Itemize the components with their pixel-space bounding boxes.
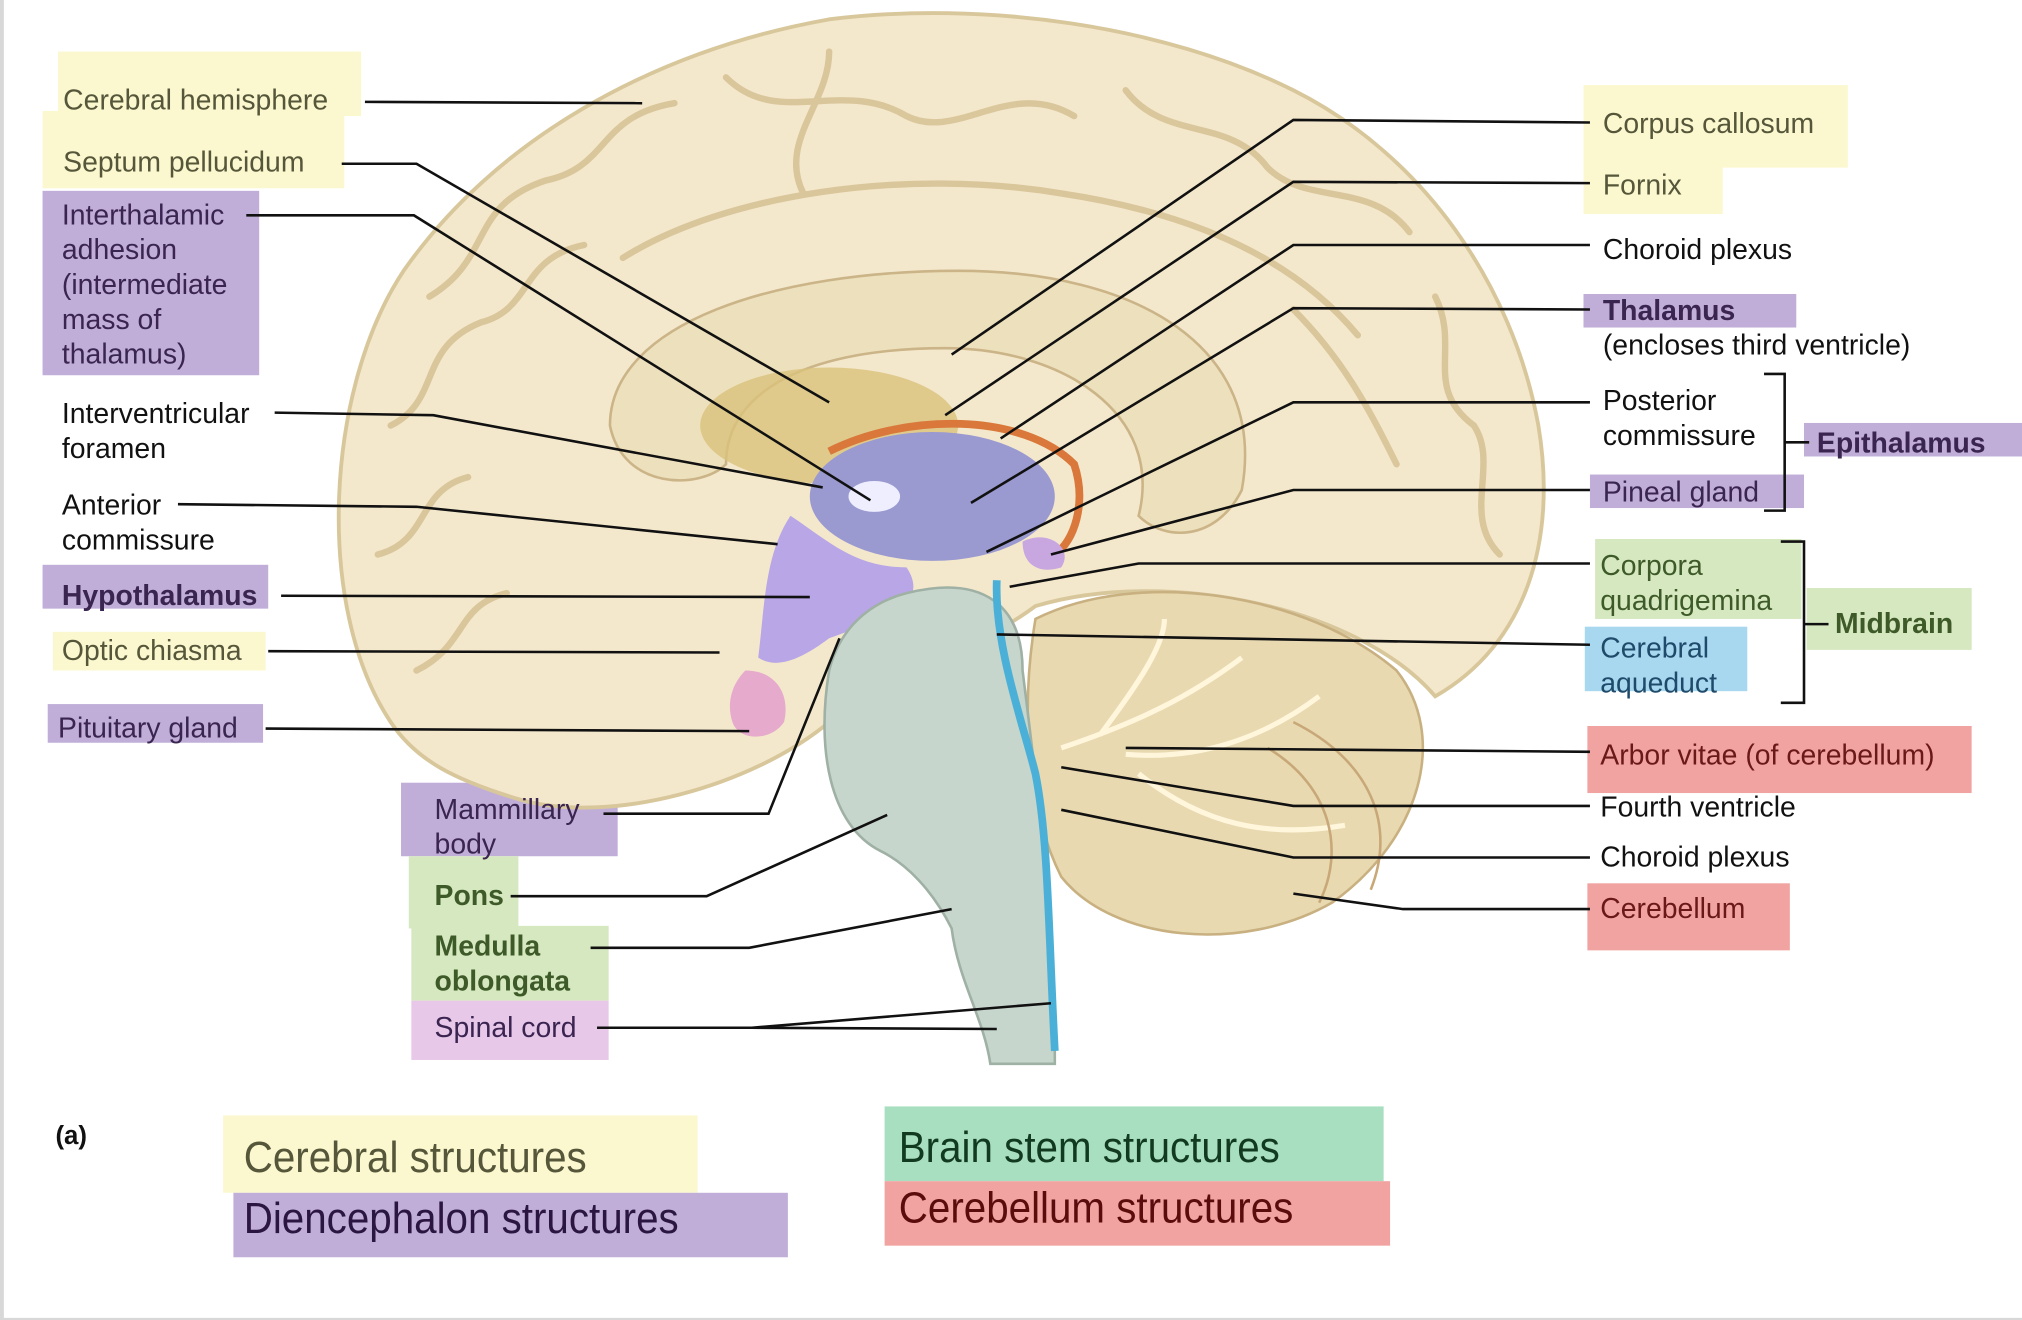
highlight-corpus-callosum <box>1583 85 1848 168</box>
highlight-cerebral-hemisphere <box>58 51 362 117</box>
label-line: Medulla <box>434 929 541 962</box>
highlight-spinal-cord <box>411 1000 609 1060</box>
brain-illustration <box>177 11 1829 1066</box>
label-line: thalamus) <box>61 337 187 371</box>
highlight-septum <box>42 110 345 189</box>
label-thalamus-note: (encloses third ventricle) <box>1602 328 1911 362</box>
label-pituitary-gland: Pituitary gland <box>58 711 238 745</box>
label-line: Anterior <box>61 488 162 521</box>
legend-brain-stem: Brain stem structures <box>898 1123 1280 1173</box>
interthalamic-adhesion <box>848 480 901 512</box>
label-interventricular-foramen: Interventricular foramen <box>62 396 250 466</box>
label-line: Interthalamic <box>61 198 225 231</box>
highlight-fornix <box>1583 165 1723 215</box>
highlight-aqueduct <box>1584 626 1748 692</box>
label-line: adhesion <box>61 233 178 266</box>
highlight-hypothalamus <box>42 564 269 609</box>
arbor-vitae <box>1060 618 1346 833</box>
highlight-corpora <box>1595 539 1802 619</box>
legend-swatch-cerebral <box>223 1115 698 1193</box>
gyri <box>374 48 1503 674</box>
label-line: aqueduct <box>1600 666 1718 699</box>
label-cerebral-aqueduct: Cerebral aqueduct <box>1600 631 1717 701</box>
label-line: oblongata <box>434 964 571 997</box>
highlight-midbrain <box>1806 588 1972 650</box>
label-choroid-plexus-upper: Choroid plexus <box>1602 233 1793 266</box>
label-thalamus: Thalamus <box>1602 294 1736 327</box>
label-corpus-callosum: Corpus callosum <box>1602 107 1815 140</box>
choroid-plexus <box>827 419 1084 558</box>
label-pineal-gland: Pineal gland <box>1602 475 1760 509</box>
legend-swatch-diencephalon <box>233 1192 788 1258</box>
label-epithalamus: Epithalamus <box>1816 426 1986 460</box>
label-cerebellum: Cerebellum <box>1600 892 1746 925</box>
label-hypothalamus: Hypothalamus <box>61 578 258 612</box>
label-corpora-quadrigemina: Corpora quadrigemina <box>1600 548 1772 618</box>
figure-label: (a) <box>55 1121 87 1151</box>
label-septum-pellucidum: Septum pellucidum <box>63 145 305 178</box>
label-posterior-commissure: Posterior commissure <box>1603 383 1756 453</box>
highlight-epithalamus <box>1804 422 2022 457</box>
label-spinal-cord: Spinal cord <box>434 1010 577 1044</box>
brainstem <box>823 586 1057 1066</box>
label-cerebral-hemisphere: Cerebral hemisphere <box>63 83 329 117</box>
hypothalamus <box>758 515 914 663</box>
leader-lines <box>177 100 1829 1031</box>
highlight-optic-chiasma <box>52 631 266 671</box>
legend-cerebral: Cerebral structures <box>243 1133 587 1183</box>
label-fornix: Fornix <box>1602 168 1682 202</box>
highlight-pineal <box>1589 474 1805 509</box>
label-line: commissure <box>1602 419 1756 452</box>
highlight-pituitary <box>47 704 264 743</box>
label-line: quadrigemina <box>1600 584 1773 617</box>
label-line: Posterior <box>1602 384 1717 417</box>
legend-cerebellum: Cerebellum structures <box>898 1183 1294 1233</box>
legend-swatch-brain-stem <box>884 1106 1384 1182</box>
label-line: (intermediate <box>61 268 228 301</box>
highlight-medulla <box>411 925 609 1001</box>
label-mammillary-body: Mammillary body <box>435 792 580 862</box>
label-medulla-oblongata: Medulla oblongata <box>435 928 571 998</box>
label-line: foramen <box>61 431 166 465</box>
thalamus <box>809 431 1055 561</box>
label-optic-chiasma: Optic chiasma <box>61 634 242 667</box>
highlight-arbor-vitae <box>1587 725 1972 794</box>
label-pons: Pons <box>434 879 504 912</box>
label-anterior-commissure: Anterior commissure <box>62 487 215 557</box>
label-line: mass of <box>61 303 162 336</box>
pituitary <box>729 670 786 737</box>
highlight-cerebellum <box>1587 883 1790 951</box>
highlight-pons <box>408 856 519 929</box>
pineal <box>1022 537 1065 570</box>
label-choroid-plexus-lower: Choroid plexus <box>1600 840 1790 873</box>
legend-diencephalon: Diencephalon structures <box>243 1194 679 1244</box>
label-midbrain: Midbrain <box>1834 607 1954 640</box>
cerebral-aqueduct-shape <box>992 580 1059 1052</box>
legend-swatch-cerebellum <box>884 1181 1391 1246</box>
label-line: commissure <box>61 523 215 556</box>
highlight-thalamus <box>1583 294 1797 328</box>
label-arbor-vitae: Arbor vitae (of cerebellum) <box>1600 738 1935 772</box>
label-line: Corpora <box>1600 549 1703 582</box>
label-line: Cerebral <box>1600 631 1710 665</box>
label-line: Mammillary <box>434 793 580 826</box>
label-line: body <box>434 827 497 861</box>
label-interthalamic-adhesion: Interthalamic adhesion (intermediate mas… <box>62 197 228 371</box>
label-line: Interventricular <box>61 397 250 430</box>
label-fourth-ventricle: Fourth ventricle <box>1600 790 1796 823</box>
highlight-interthalamic <box>42 190 260 376</box>
cerebellum-folia <box>1266 720 1382 904</box>
